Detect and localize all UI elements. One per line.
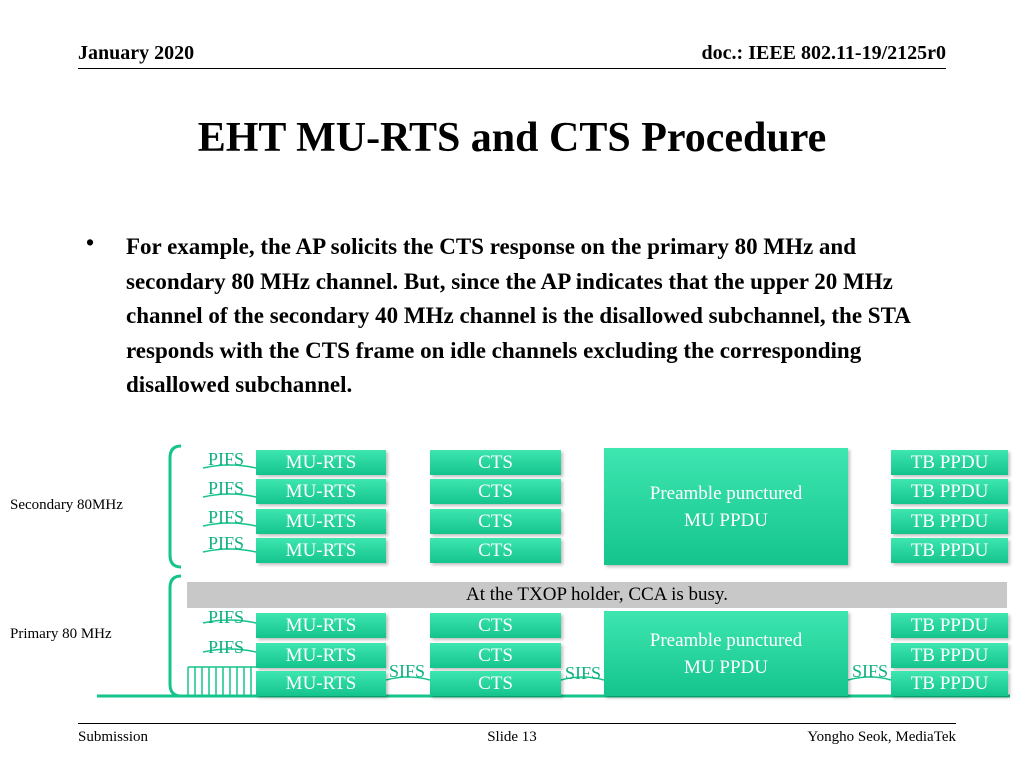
pifs-label: PIFS [208,449,245,469]
tb-ppdu-frame: TB PPDU [891,643,1008,668]
mu-rts-frame: MU-RTS [256,613,386,638]
pifs-arc-3 [202,522,257,527]
cca-busy-bar: At the TXOP holder, CCA is busy. [187,582,1007,608]
primary-80mhz-label: Primary 80 MHz [10,626,112,642]
mu-rts-frame: MU-RTS [256,479,386,504]
secondary-bracket [168,444,182,569]
mu-rts-frame: MU-RTS [256,450,386,475]
preamble-punctured-mu-ppdu: Preamble punctured MU PPDU [604,611,848,696]
tb-ppdu-frame: TB PPDU [891,509,1008,534]
bullet-marker: • [86,230,95,255]
tb-ppdu-frame: TB PPDU [891,479,1008,504]
tb-ppdu-frame: TB PPDU [891,613,1008,638]
footer-submission: Submission [78,729,149,745]
channel-ticks [187,666,256,696]
tb-ppdu-frame: TB PPDU [891,671,1008,696]
pifs-arc-6 [202,648,257,653]
header-date: January 2020 [78,42,195,64]
sifs-label: SIFS [565,663,602,683]
header-divider [78,68,946,69]
bullet-text: For example, the AP solicits the CTS res… [126,234,910,397]
cts-frame: CTS [430,538,561,563]
sifs-label: SIFS [389,661,426,681]
slide-title: EHT MU-RTS and CTS Procedure [197,115,827,161]
pifs-arc-2 [202,493,257,498]
pifs-label: PIFS [208,607,245,627]
sifs-arc-1 [385,676,431,681]
pifs-arc-4 [202,548,257,553]
pifs-label: PIFS [208,478,245,498]
cts-frame: CTS [430,479,561,504]
sifs-label: SIFS [852,661,889,681]
mu-rts-frame: MU-RTS [256,509,386,534]
preamble-punctured-mu-ppdu: Preamble punctured MU PPDU [604,448,848,565]
footer-slide-number: Slide 13 [487,729,537,745]
pifs-label: PIFS [208,637,245,657]
tb-ppdu-frame: TB PPDU [891,450,1008,475]
pifs-label: PIFS [208,533,245,553]
secondary-80mhz-label: Secondary 80MHz [10,497,123,513]
cts-frame: CTS [430,643,561,668]
sifs-arc-2 [560,676,605,681]
footer-divider [78,723,956,724]
mu-rts-frame: MU-RTS [256,671,386,696]
mu-rts-frame: MU-RTS [256,643,386,668]
mu-rts-frame: MU-RTS [256,538,386,563]
header-doc-id: doc.: IEEE 802.11-19/2125r0 [701,42,946,64]
pifs-arc-5 [202,619,257,624]
cts-frame: CTS [430,671,561,696]
cts-frame: CTS [430,613,561,638]
pifs-label: PIFS [208,507,245,527]
footer-author: Yongho Seok, MediaTek [807,729,956,745]
cts-frame: CTS [430,509,561,534]
cts-frame: CTS [430,450,561,475]
tb-ppdu-frame: TB PPDU [891,538,1008,563]
sifs-arc-3 [847,676,892,681]
pifs-arc-1 [202,464,257,469]
primary-bracket [168,574,182,698]
